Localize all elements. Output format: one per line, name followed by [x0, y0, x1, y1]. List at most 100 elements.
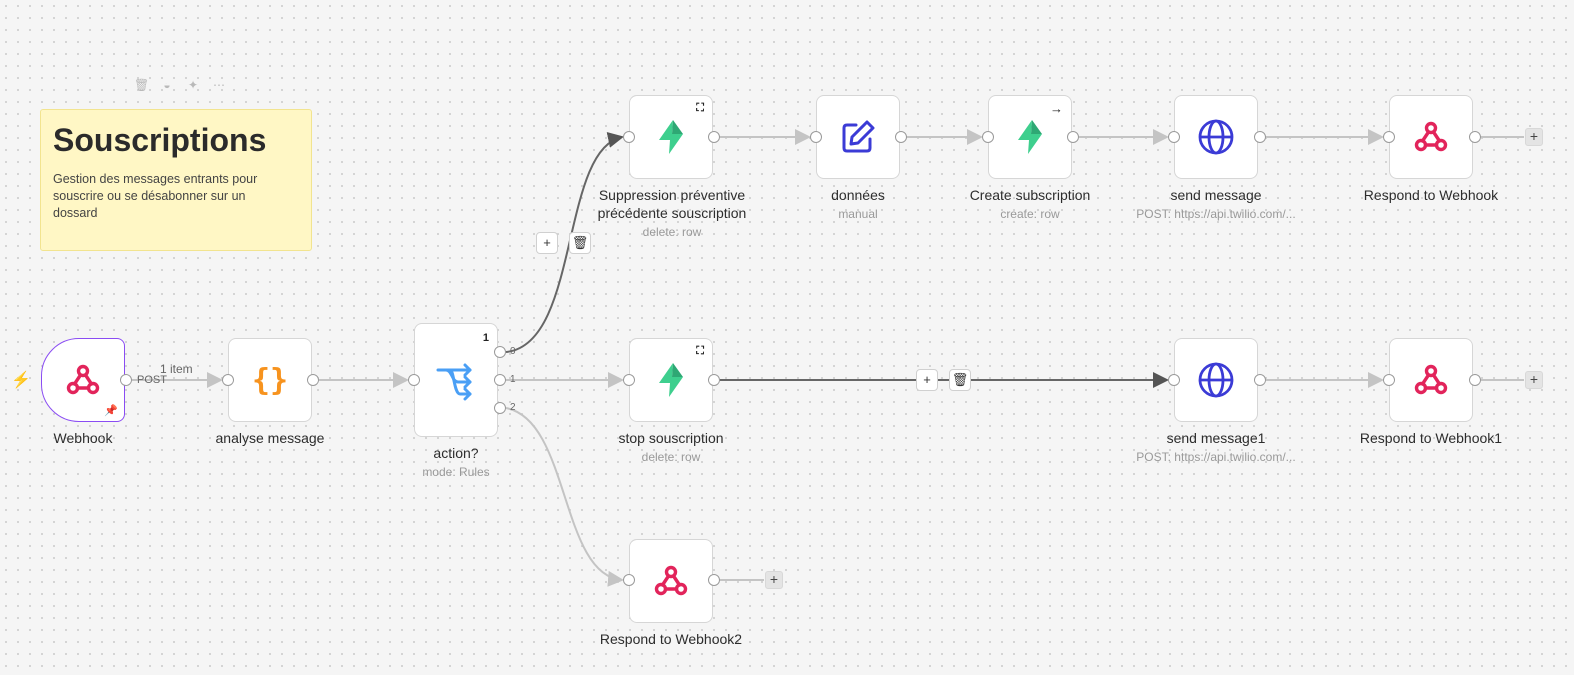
webhook-icon: [66, 364, 100, 395]
send-input-port[interactable]: [1168, 131, 1180, 143]
node-respond2-label: Respond to Webhook2: [599, 631, 743, 647]
node-webhook[interactable]: 📌: [41, 338, 125, 422]
more-icon[interactable]: ⋯: [213, 78, 225, 92]
action-output-port-0[interactable]: [494, 346, 506, 358]
webhook-output-port[interactable]: [120, 374, 132, 386]
sticky-toolbar: 🗑 ◒ ✦ ⋯: [134, 78, 226, 92]
send1-output-port[interactable]: [1254, 374, 1266, 386]
node-suppression-sub: delete: row: [642, 225, 702, 239]
add-node-button[interactable]: +: [536, 232, 558, 254]
webhook-icon: [654, 565, 688, 596]
node-suppression[interactable]: ⛶: [629, 95, 713, 179]
respond2-output-port[interactable]: [708, 574, 720, 586]
node-donnees[interactable]: [816, 95, 900, 179]
action-output-label-1: 1: [510, 374, 516, 385]
node-respond-to-webhook1[interactable]: [1389, 338, 1473, 422]
node-analyse-label: analyse message: [215, 430, 325, 446]
node-send1-sub: POST: https://api.twilio.com/...: [1136, 450, 1296, 464]
node-analyse-message[interactable]: {}: [228, 338, 312, 422]
trash-icon: 🗑: [951, 372, 969, 387]
node-send-sub: POST: https://api.twilio.com/...: [1136, 207, 1296, 221]
node-send1-label: send message1: [1166, 430, 1266, 446]
create-input-port[interactable]: [982, 131, 994, 143]
expand-icon: ⛶: [696, 102, 704, 114]
highlighted-connection-lines[interactable]: [505, 132, 1169, 388]
send-output-port[interactable]: [1254, 131, 1266, 143]
node-respond-label: Respond to Webhook: [1363, 187, 1499, 203]
stop-output-port[interactable]: [708, 374, 720, 386]
action-output-port-2[interactable]: [494, 402, 506, 414]
action-badge: 1: [482, 332, 489, 344]
supabase-icon: [659, 363, 683, 397]
delete-connection-button[interactable]: 🗑: [949, 369, 971, 391]
expand-icon: ⛶: [696, 345, 704, 357]
node-send-label: send message: [1170, 187, 1262, 203]
action-input-port[interactable]: [408, 374, 420, 386]
respond-input-port[interactable]: [1383, 131, 1395, 143]
node-send-message[interactable]: [1174, 95, 1258, 179]
action-output-port-1[interactable]: [494, 374, 506, 386]
node-respond-to-webhook[interactable]: [1389, 95, 1473, 179]
edge-action-suppression: [505, 132, 624, 353]
node-webhook-label: Webhook: [53, 430, 113, 446]
webhook-icon: [1414, 121, 1448, 152]
trash-icon: 🗑: [571, 235, 589, 250]
respond2-input-port[interactable]: [623, 574, 635, 586]
sparkle-icon[interactable]: ✦: [187, 78, 199, 92]
send1-input-port[interactable]: [1168, 374, 1180, 386]
respond1-input-port[interactable]: [1383, 374, 1395, 386]
sticky-note[interactable]: Souscriptions Gestion des messages entra…: [40, 109, 312, 251]
donnees-input-port[interactable]: [810, 131, 822, 143]
webhook-method-label: POST: [137, 374, 167, 386]
node-action-switch[interactable]: 1: [414, 323, 498, 437]
node-send-message1[interactable]: [1174, 338, 1258, 422]
supabase-icon: [1018, 120, 1042, 154]
node-donnees-label: données: [831, 187, 885, 203]
donnees-output-port[interactable]: [895, 131, 907, 143]
node-action-label: action?: [433, 445, 479, 461]
webhook-items-count: 1 item: [160, 362, 193, 376]
node-suppression-label-2: précédente souscription: [597, 205, 747, 221]
node-stop-souscription[interactable]: ⛶: [629, 338, 713, 422]
add-node-button[interactable]: +: [765, 571, 783, 589]
node-create-sub: create: row: [1000, 207, 1060, 221]
create-output-port[interactable]: [1067, 131, 1079, 143]
webhook-icon: [1414, 364, 1448, 395]
delete-connection-button[interactable]: 🗑: [569, 232, 591, 254]
node-respond-to-webhook2[interactable]: [629, 539, 713, 623]
edge-action-respond2: [505, 407, 624, 587]
sticky-text: Gestion des messages entrants pour sousc…: [53, 172, 258, 220]
add-node-button[interactable]: +: [1525, 128, 1543, 146]
analyse-output-port[interactable]: [307, 374, 319, 386]
arrow-right-icon: →: [1050, 101, 1063, 116]
node-respond1-label: Respond to Webhook1: [1359, 430, 1503, 446]
stop-input-port[interactable]: [623, 374, 635, 386]
globe-icon: [1198, 119, 1234, 155]
node-action-sub: mode: Rules: [422, 465, 490, 479]
node-donnees-sub: manual: [838, 207, 878, 221]
node-create-subscription[interactable]: →: [988, 95, 1072, 179]
palette-icon[interactable]: ◒: [163, 78, 171, 92]
node-stop-sub: delete: row: [641, 450, 701, 464]
node-create-label: Create subscription: [969, 187, 1091, 203]
node-suppression-label-1: Suppression préventive: [598, 187, 746, 203]
respond1-output-port[interactable]: [1469, 374, 1481, 386]
add-node-button[interactable]: +: [1525, 371, 1543, 389]
add-node-button[interactable]: +: [916, 369, 938, 391]
node-stop-label: stop souscription: [618, 430, 724, 446]
switch-icon: [436, 363, 472, 401]
analyse-input-port[interactable]: [222, 374, 234, 386]
action-output-label-0: 0: [510, 346, 516, 357]
connection-lines[interactable]: [132, 129, 1524, 587]
trash-icon[interactable]: 🗑: [134, 78, 150, 92]
pin-icon[interactable]: 📌: [104, 405, 118, 417]
lightning-icon: ⚡: [11, 372, 31, 389]
suppression-output-port[interactable]: [708, 131, 720, 143]
suppression-input-port[interactable]: [623, 131, 635, 143]
curly-braces-icon: {}: [252, 363, 288, 398]
pencil-square-icon: [842, 120, 875, 153]
action-output-label-2: 2: [510, 402, 516, 413]
svg-text:{}: {}: [252, 363, 288, 398]
respond-output-port[interactable]: [1469, 131, 1481, 143]
